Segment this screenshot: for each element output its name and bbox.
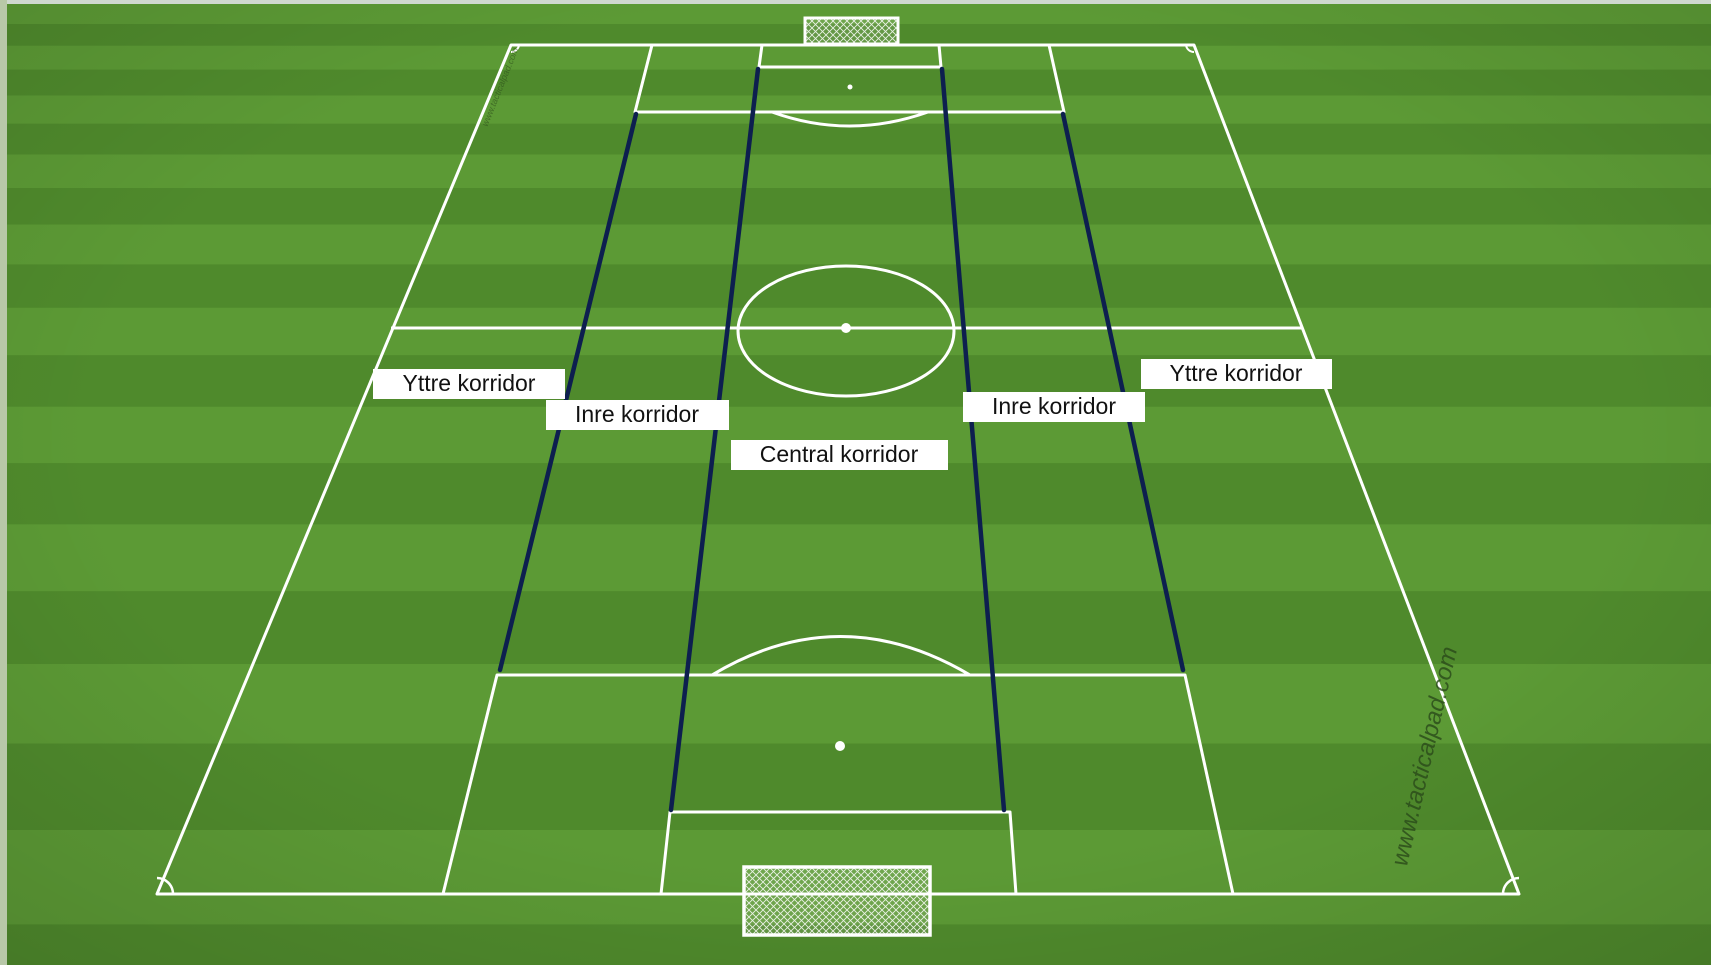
- label-right-inner-corridor: Inre korridor: [963, 392, 1145, 422]
- center-spot: [841, 323, 851, 333]
- label-central-corridor: Central korridor: [731, 440, 948, 470]
- label-right-outer-corridor: Yttre korridor: [1141, 359, 1332, 389]
- top-penalty-spot: [848, 85, 853, 90]
- grass-vignette: [7, 4, 1711, 965]
- label-text: Yttre korridor: [403, 370, 536, 396]
- goal-net-icon: [805, 18, 898, 44]
- label-text: Central korridor: [760, 441, 919, 467]
- label-text: Inre korridor: [992, 393, 1116, 419]
- label-text: Yttre korridor: [1170, 360, 1303, 386]
- label-left-inner-corridor: Inre korridor: [546, 400, 729, 430]
- label-text: Inre korridor: [575, 401, 699, 427]
- left-frame-edge: [0, 0, 7, 965]
- label-left-outer-corridor: Yttre korridor: [373, 369, 565, 399]
- bottom-penalty-spot: [835, 741, 845, 751]
- goal-net-icon: [744, 867, 930, 935]
